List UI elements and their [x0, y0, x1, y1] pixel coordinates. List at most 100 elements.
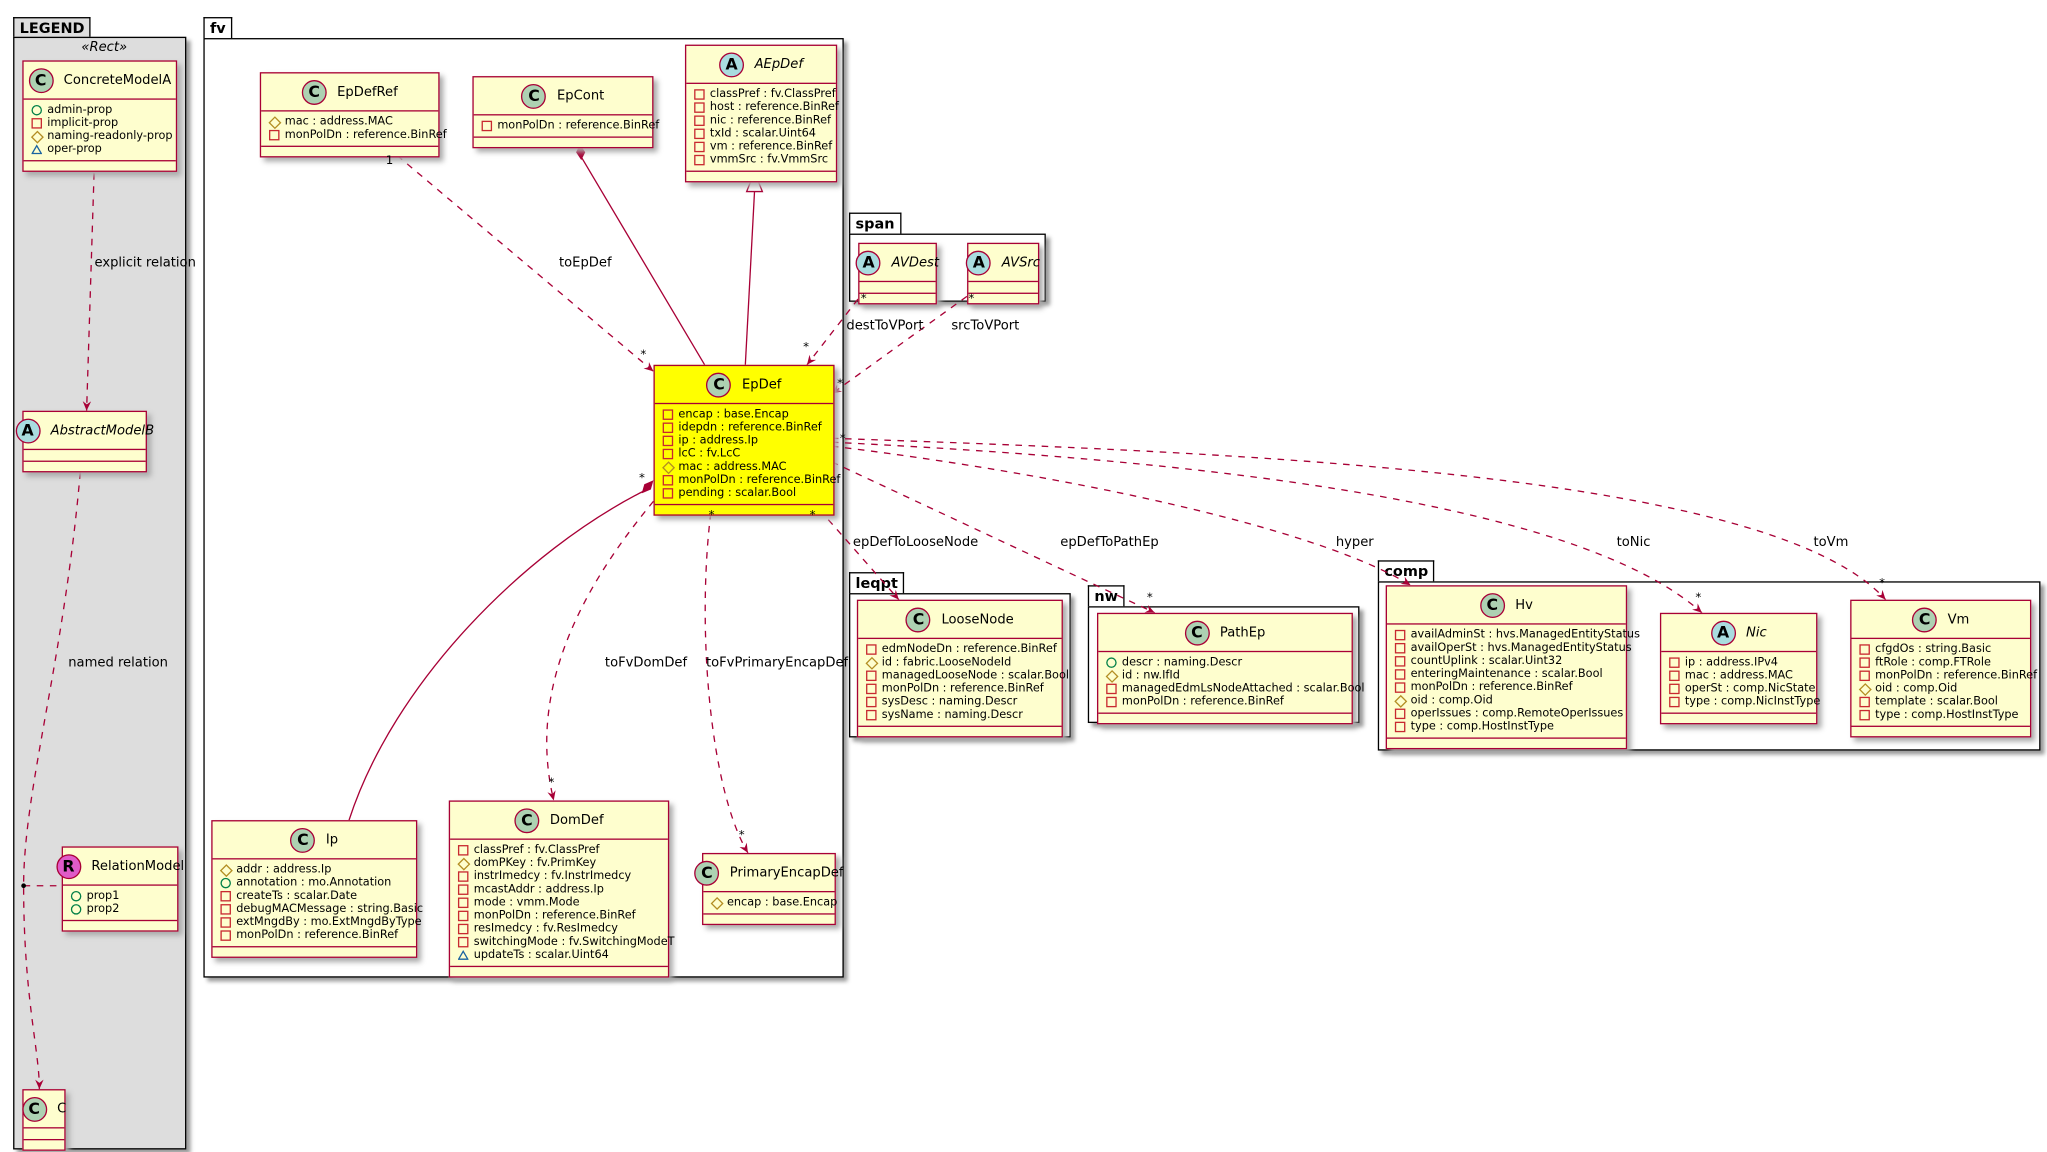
attribute-text: operIssues : comp.RemoteOperIssues	[1410, 707, 1624, 721]
attribute: id : fabric.LooseNodeId	[864, 656, 1056, 670]
private-visibility-icon	[220, 930, 231, 941]
attribute-text: annotation : mo.Annotation	[236, 876, 392, 890]
private-visibility-icon	[694, 128, 705, 140]
edge-toFvDomDef	[546, 500, 654, 801]
multiplicity-many: *	[708, 509, 715, 523]
attribute-text: monPolDn : reference.BinRef	[881, 682, 1044, 696]
attribute-text: oid : comp.Oid	[1875, 682, 1958, 696]
attribute: ip : address.Ip	[662, 434, 828, 448]
attribute: monPolDn : reference.BinRef	[269, 129, 447, 142]
attribute-text: template : scalar.Bool	[1875, 695, 1998, 709]
private-visibility-icon	[1859, 657, 1870, 668]
attribute: ftRole : comp.FTRole	[1859, 656, 2024, 669]
multiplicity-many: *	[968, 292, 975, 306]
attribute: lcC : fv.LcC	[662, 447, 828, 461]
private-visibility-icon	[1669, 683, 1680, 695]
attribute-text: resImedcy : fv.ResImedcy	[473, 922, 618, 936]
attribute: nic : reference.BinRef	[694, 114, 831, 127]
package-tab-legend: LEGEND	[13, 17, 92, 39]
attribute: mode : vmm.Mode	[457, 896, 663, 909]
class-icon: C	[1479, 592, 1505, 618]
attribute: type : comp.HostInstType	[1859, 709, 2024, 722]
attribute: idepdn : reference.BinRef	[662, 421, 828, 435]
label-toVm: toVm	[1813, 535, 1849, 550]
attribute-text: idepdn : reference.BinRef	[678, 421, 822, 435]
attribute: operIssues : comp.RemoteOperIssues	[1394, 707, 1624, 721]
private-visibility-icon	[1669, 670, 1680, 682]
attribute: prop2	[70, 903, 172, 916]
attribute-text: ftRole : comp.FTRole	[1875, 656, 1991, 670]
private-visibility-icon	[662, 448, 674, 460]
attribute: monPolDn : reference.BinRef	[220, 929, 410, 942]
attribute: encap : base.Encap	[662, 408, 828, 421]
attribute-text: encap : base.Encap	[726, 896, 838, 910]
edge-destToVPort	[806, 288, 867, 366]
edge-epcont-composition	[579, 154, 706, 366]
attribute: template : scalar.Bool	[1859, 695, 2024, 709]
class-icon: C	[1912, 606, 1938, 632]
multiplicity-many: *	[640, 349, 647, 363]
attribute-text: monPolDn : reference.BinRef	[236, 929, 399, 943]
attribute-list: monPolDn : reference.BinRef	[473, 115, 659, 138]
attribute-text: monPolDn : reference.BinRef	[1410, 681, 1573, 695]
private-visibility-icon	[866, 683, 877, 695]
class-name: Vm	[1947, 612, 1970, 627]
attribute: naming-readonly-prop	[30, 130, 173, 143]
attribute-text: instrImedcy : fv.InstrImedcy	[473, 869, 632, 884]
attribute-text: id : fabric.LooseNodeId	[881, 656, 1012, 670]
protected-visibility-icon	[1858, 682, 1872, 696]
private-visibility-icon	[866, 670, 877, 682]
multiplicity-many: *	[548, 776, 555, 790]
private-visibility-icon	[1394, 721, 1406, 733]
class-header: C Ip	[212, 821, 416, 860]
attribute-text: type : comp.NicInstType	[1684, 695, 1821, 709]
class-name: DomDef	[549, 812, 604, 828]
class-icon: C	[706, 372, 732, 397]
attribute: extMngdBy : mo.ExtMngdByType	[220, 916, 422, 929]
attribute: countUplink : scalar.Uint32	[1394, 655, 1621, 668]
attribute-text: monPolDn : reference.BinRef	[1875, 669, 2038, 683]
attribute-text: oper-prop	[47, 143, 102, 157]
attribute-text: monPolDn : reference.BinRef	[678, 473, 841, 487]
label-toEpDef: toEpDef	[558, 255, 612, 271]
attribute: mac : address.MAC	[267, 115, 433, 129]
attribute-text: ip : address.Ip	[678, 434, 759, 448]
multiplicity-many: *	[1879, 577, 1885, 591]
class-name: Ip	[325, 832, 339, 848]
attribute: operSt : comp.NicState	[1669, 682, 1815, 695]
attribute: encap : base.Encap	[709, 896, 837, 909]
attribute: prop1	[70, 890, 172, 903]
class-icon: C	[290, 827, 316, 853]
attribute-list	[23, 450, 146, 462]
attribute: resImedcy : fv.ResImedcy	[457, 922, 663, 936]
attribute: domPKey : fv.PrimKey	[456, 857, 663, 870]
class-icon: C	[21, 1096, 47, 1122]
